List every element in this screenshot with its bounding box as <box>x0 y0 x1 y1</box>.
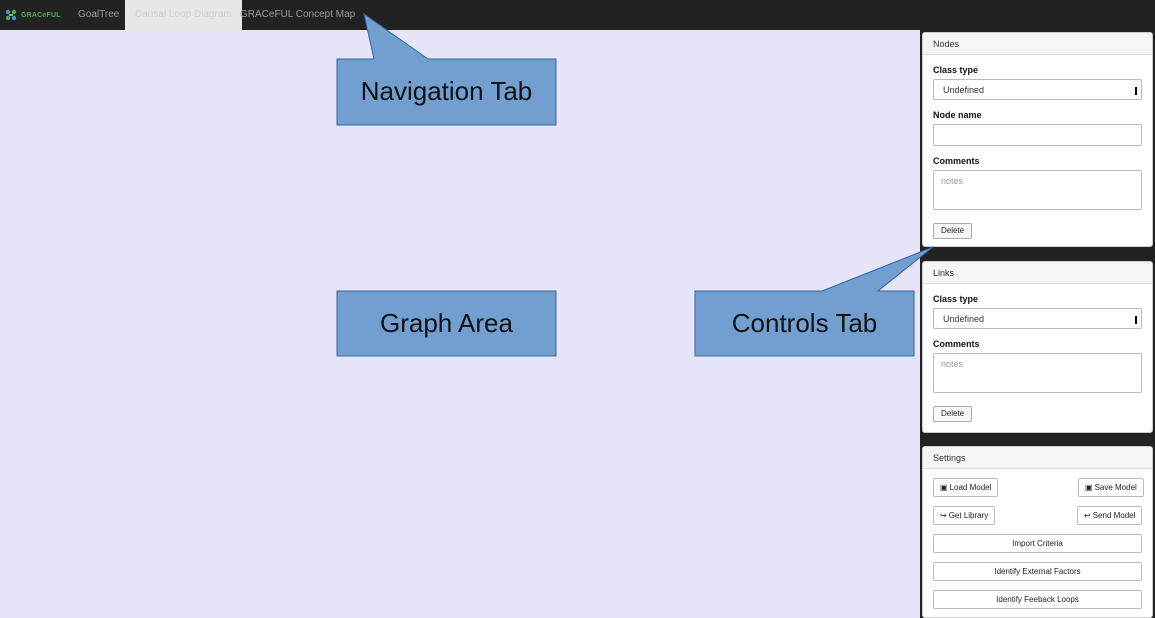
node-class-type-value: Undefined <box>943 85 985 95</box>
link-class-type-value: Undefined <box>943 314 985 324</box>
node-class-type-label: Class type <box>933 65 979 75</box>
logout-icon: ↩ <box>1084 511 1091 520</box>
load-model-button[interactable]: ▣Load Model <box>933 478 999 497</box>
link-class-type-label: Class type <box>933 294 979 304</box>
load-model-label: Load Model <box>949 483 992 492</box>
settings-panel: Settings ▣Load Model ▣Save Model ↪Get Li… <box>922 446 1153 618</box>
import-criteria-button[interactable]: Import Criteria <box>933 534 1142 553</box>
top-navbar: GRACeFUL GoalTree Causal Loop Diagram GR… <box>0 0 1155 30</box>
link-comments-textarea[interactable]: notes <box>933 353 1142 393</box>
identify-feedback-loops-button[interactable]: Identify Feeback Loops <box>933 590 1142 609</box>
dropdown-caret-icon <box>1135 87 1139 95</box>
save-model-label: Save Model <box>1094 483 1137 492</box>
tab-graceful-concept-map[interactable]: GRACeFUL Concept Map <box>240 9 356 20</box>
send-model-label: Send Model <box>1092 511 1136 520</box>
node-comments-textarea[interactable]: notes <box>933 170 1142 210</box>
node-name-input[interactable] <box>933 124 1142 146</box>
save-model-button[interactable]: ▣Save Model <box>1078 478 1144 497</box>
get-library-label: Get Library <box>948 511 989 520</box>
settings-panel-title: Settings <box>923 447 1152 469</box>
link-class-type-select[interactable]: Undefined <box>933 308 1142 329</box>
get-library-button[interactable]: ↪Get Library <box>933 506 996 525</box>
links-panel: Links Class type Undefined Comments note… <box>922 261 1153 433</box>
graceful-logo-icon <box>5 9 17 21</box>
node-name-label: Node name <box>933 110 982 120</box>
node-class-type-select[interactable]: Undefined <box>933 79 1142 100</box>
floppy-icon: ▣ <box>1085 483 1093 492</box>
brand-text: GRACeFUL <box>21 11 61 19</box>
nodes-panel-title: Nodes <box>923 33 1152 55</box>
link-delete-button[interactable]: Delete <box>933 406 973 422</box>
nodes-panel: Nodes Class type Undefined Node name Com… <box>922 32 1153 247</box>
dropdown-caret-icon <box>1135 316 1139 324</box>
brand-logo[interactable]: GRACeFUL <box>4 8 61 22</box>
tab-goaltree[interactable]: GoalTree <box>78 9 120 20</box>
node-comments-label: Comments <box>933 156 980 166</box>
graph-area[interactable] <box>0 30 920 618</box>
identify-external-factors-button[interactable]: Identify External Factors <box>933 562 1142 581</box>
login-icon: ↪ <box>940 511 947 520</box>
send-model-button[interactable]: ↩Send Model <box>1077 506 1143 525</box>
floppy-icon: ▣ <box>940 483 948 492</box>
link-comments-label: Comments <box>933 339 980 349</box>
tab-causal-loop-diagram[interactable]: Causal Loop Diagram <box>125 0 242 30</box>
node-delete-button[interactable]: Delete <box>933 223 973 239</box>
links-panel-title: Links <box>923 262 1152 284</box>
